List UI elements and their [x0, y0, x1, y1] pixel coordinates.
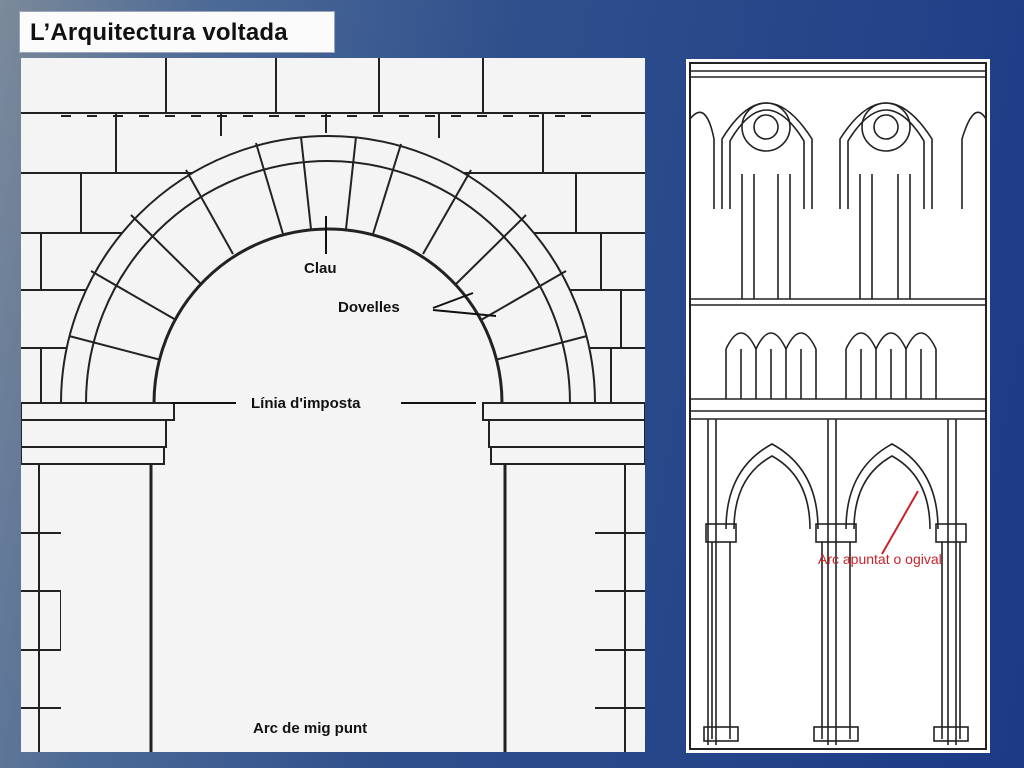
clerestory — [689, 70, 987, 306]
dovelles-label: Dovelles — [338, 299, 400, 316]
imposta-label: Línia d'imposta — [251, 395, 361, 412]
round-arch-drawing: Clau Dovelles Línia d'imposta Arc de mig… — [21, 58, 645, 752]
arcade — [703, 419, 969, 745]
clau-label: Clau — [304, 260, 337, 277]
round-arch-diagram: Clau Dovelles Línia d'imposta Arc de mig… — [21, 58, 645, 752]
dovelles-pointer-2 — [432, 309, 497, 317]
gothic-elevation-diagram: Arc apuntat o ogival — [686, 59, 990, 753]
impost-blocks — [21, 402, 645, 752]
triforium — [690, 332, 986, 420]
slide-title: L’Arquitectura voltada — [19, 11, 335, 53]
pointed-arch-pointer — [881, 490, 919, 555]
dovelles-pointer-1 — [432, 292, 474, 309]
frame — [689, 62, 987, 750]
gothic-elevation-drawing: Arc apuntat o ogival — [689, 62, 987, 750]
pointed-arch-label: Arc apuntat o ogival — [818, 551, 942, 567]
arch-caption: Arc de mig punt — [253, 720, 367, 737]
